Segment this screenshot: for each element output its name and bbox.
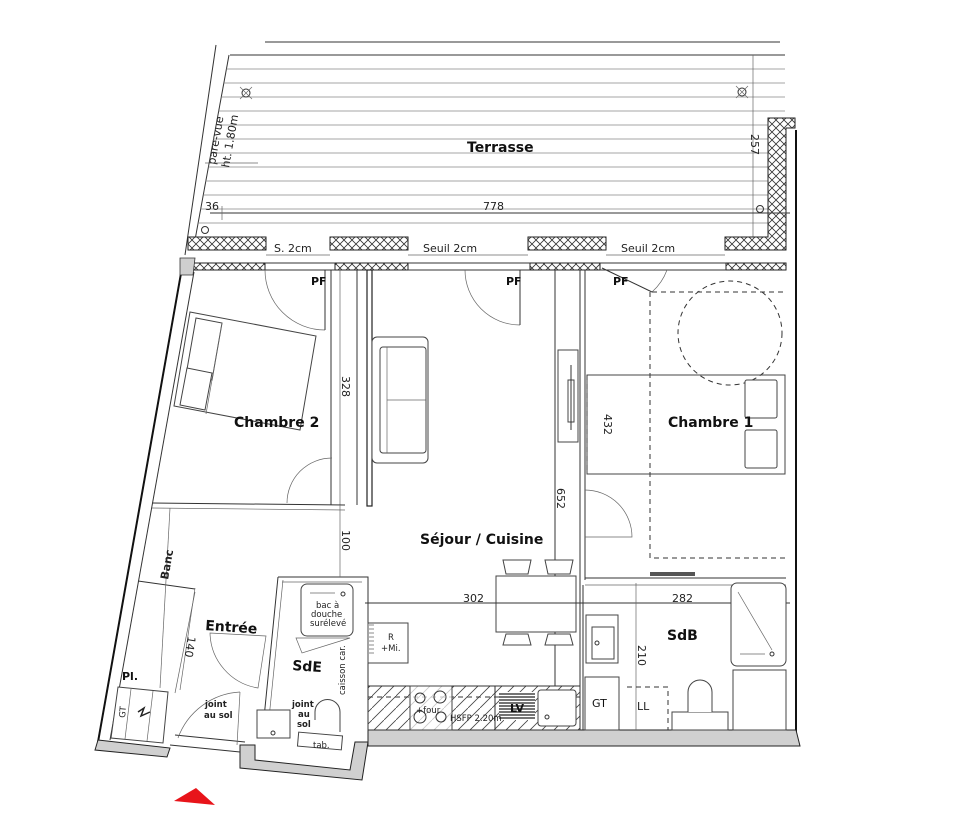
dim-140: 140 [182,636,198,659]
shower-label-1: bac à [316,601,339,611]
terrace: 36 778 257 pare-vue ht. 1.80m Terrasse S… [184,41,797,745]
fridge-label: R [388,633,394,643]
sejour: Séjour / Cuisine 652 302 +four LV HSFP 2… [365,336,583,731]
bed-double [586,374,786,475]
dim-36: 36 [205,200,219,213]
parapet-segment [329,236,409,251]
oven-label: +four [416,706,441,716]
lamp-icon [735,85,749,99]
turning-circle [677,280,783,386]
room-label-sejour: Séjour / Cuisine [420,532,543,548]
dim-282: 282 [672,592,693,605]
closet [110,686,169,744]
ll-label: LL [637,700,650,713]
pf-label: PF [613,275,629,288]
dim-652: 652 [554,488,567,509]
door-chambre2[interactable] [286,457,333,504]
door-entrance[interactable] [177,691,241,739]
bottom-walls [94,729,801,781]
door-pf-chambre1[interactable]: PF [601,267,668,293]
entree: Banc Entrée 140 joint au sol Pl. GT [110,549,267,746]
joint-label: joint [204,700,227,710]
gt-label-entree: GT [118,705,129,718]
sde: bac à douche surélevé SdE caisson car. j… [256,583,354,751]
washbasin [256,709,291,739]
door-sde[interactable] [209,632,267,689]
door-pf-sejour[interactable]: PF [464,269,522,326]
seuil-label: Seuil 2cm [423,242,477,255]
washbasin [585,614,619,664]
room-label-chambre1: Chambre 1 [668,415,753,431]
dim-210: 210 [635,645,648,666]
dim-257: 257 [748,134,761,155]
parapet-segment [187,236,267,251]
dim-328: 328 [339,376,352,397]
parapet-segment [527,236,607,251]
pf-label: PF [311,275,327,288]
tab-label: tab. [313,741,330,751]
fridge: R +Mi. [367,622,409,664]
shower [730,582,787,667]
shower-label-2: douche [311,610,342,620]
seuil-label: Seuil 2cm [621,242,675,255]
dim-100: 100 [339,530,352,551]
gt-label-sdb: GT [592,697,607,710]
hsfp-label: HSFP 2.20m [450,714,502,724]
door-pf-chambre2[interactable]: PF [264,269,327,331]
drain-icon [201,226,209,234]
dining-table [495,559,577,646]
facade-wall [97,257,787,743]
chambre2: Chambre 2 328 100 [173,311,352,577]
shower-tray: bac à douche surélevé [300,583,354,637]
north-arrow-icon [174,788,215,805]
joint-label: au [298,710,310,720]
electrical-panel-icon [137,706,151,718]
banc-label: Banc [158,549,176,581]
toilet [671,679,729,731]
joint-label: au sol [204,711,233,721]
dim-778: 778 [483,200,504,213]
kitchen-counter: +four LV HSFP 2.20m [367,685,581,731]
chambre1: Chambre 1 432 [584,280,786,559]
door-chambre1[interactable] [584,489,633,538]
dim-432: 432 [601,414,614,435]
lamp-icon [239,86,253,100]
seuil-label: S. 2cm [274,242,312,255]
joint-label: joint [291,700,314,710]
shower-label-3: surélevé [310,618,346,629]
room-label-sde: SdE [292,658,323,676]
room-label-entree: Entrée [205,618,258,638]
bed-double [173,311,317,431]
room-label-chambre2: Chambre 2 [234,415,319,431]
sdb: 282 210 GT LL SdB [583,582,790,731]
joint-label: sol [297,720,311,730]
toilet [314,699,341,732]
dim-302: 302 [463,592,484,605]
interior-walls [137,269,786,740]
caisson-label: caisson car. [338,645,348,695]
pf-label: PF [506,275,522,288]
deck-boards [198,68,785,224]
microwave-label: +Mi. [381,644,401,654]
sofa [371,336,429,464]
lv-label: LV [510,702,524,715]
tv-unit [557,349,579,443]
placard-label: Pl. [122,670,138,683]
room-label-sdb: SdB [667,628,698,644]
room-label-terrasse: Terrasse [467,140,534,156]
parapet-wall [724,117,796,251]
dishwasher [499,692,535,720]
